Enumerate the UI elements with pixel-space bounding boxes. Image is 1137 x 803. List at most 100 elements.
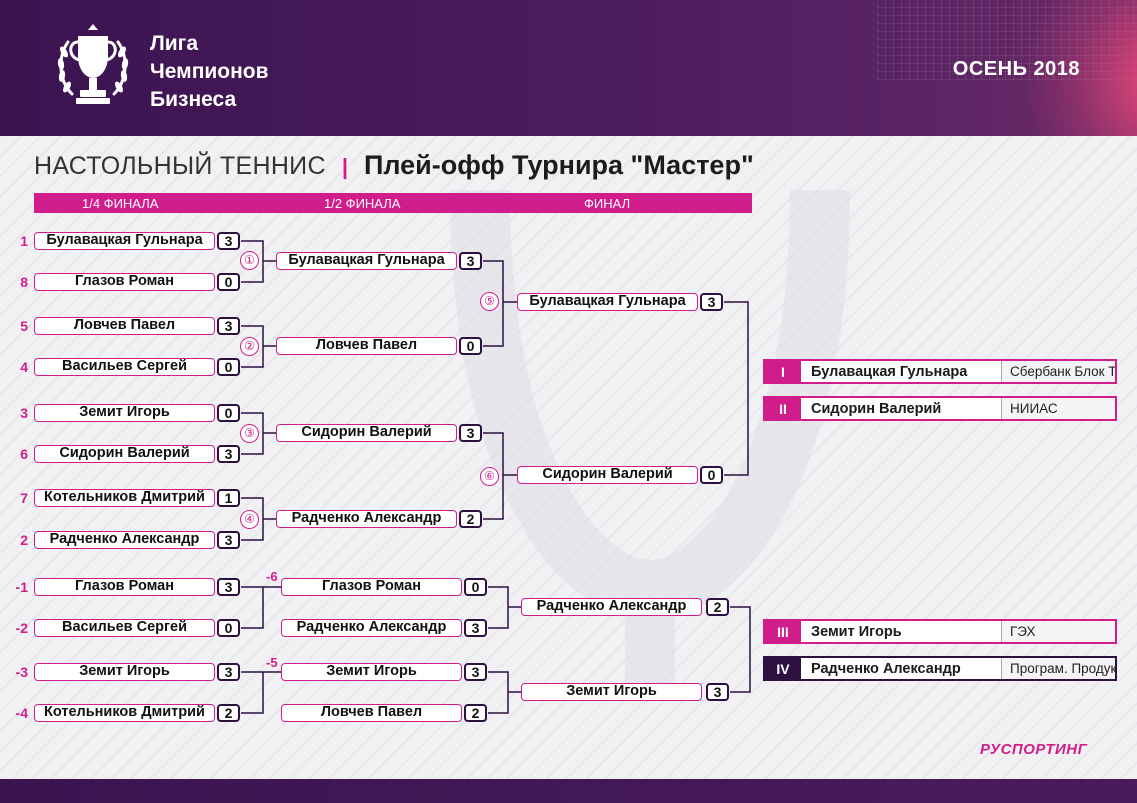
score-box: 3 — [700, 293, 723, 311]
result-organization: Програм. Продукт — [1001, 658, 1115, 679]
score-box: 0 — [700, 466, 723, 484]
player-box: Котельников Дмитрий — [34, 704, 215, 722]
match-number-4: ④ — [240, 510, 259, 529]
player-box: Земит Игорь — [34, 404, 215, 422]
score-box: 0 — [217, 273, 240, 291]
player-box: Булавацкая Гульнара — [34, 232, 215, 250]
player-box: Булавацкая Гульнара — [276, 252, 457, 270]
paddle-glow-decoration — [977, 0, 1137, 136]
player-box: Радченко Александр — [521, 598, 702, 616]
title-separator: | — [341, 154, 348, 179]
score-box: 2 — [706, 598, 729, 616]
seed-4: 4 — [20, 359, 28, 375]
seed-3: 3 — [20, 405, 28, 421]
seed-8: 8 — [20, 274, 28, 290]
match-number-1: ① — [240, 251, 259, 270]
score-box: 3 — [459, 252, 482, 270]
loser-label-minus-5: -5 — [266, 655, 278, 670]
seed-5: 5 — [20, 318, 28, 334]
stage-header-bar: 1/4 ФИНАЛА 1/2 ФИНАЛА ФИНАЛ — [34, 193, 752, 213]
loser-label-minus-6: -6 — [266, 569, 278, 584]
player-box: Земит Игорь — [521, 683, 702, 701]
match-number-6: ⑥ — [480, 467, 499, 486]
score-box: 0 — [217, 619, 240, 637]
player-box: Васильев Сергей — [34, 619, 215, 637]
player-box: Сидорин Валерий — [276, 424, 457, 442]
result-player-name: Булавацкая Гульнара — [811, 363, 968, 380]
player-box: Котельников Дмитрий — [34, 489, 215, 507]
result-player-name: Сидорин Валерий — [811, 400, 942, 417]
player-box: Ловчев Павел — [281, 704, 462, 722]
seed-minus-4: -4 — [15, 705, 28, 721]
score-box: 3 — [459, 424, 482, 442]
score-box: 3 — [217, 663, 240, 681]
player-box: Ловчев Павел — [276, 337, 457, 355]
seed-6: 6 — [20, 446, 28, 462]
header-banner: Лига Чемпионов Бизнеса ОСЕНЬ 2018 — [0, 0, 1137, 136]
seed-1: 1 — [20, 233, 28, 249]
player-box: Ловчев Павел — [34, 317, 215, 335]
player-box: Сидорин Валерий — [517, 466, 698, 484]
tournament-title: Плей-офф Турнира "Мастер" — [363, 150, 754, 180]
footer-bar — [0, 779, 1137, 803]
player-box: Васильев Сергей — [34, 358, 215, 376]
score-box: 1 — [217, 489, 240, 507]
player-box: Радченко Александр — [34, 531, 215, 549]
brand-name: Лига Чемпионов Бизнеса — [150, 30, 269, 114]
result-row-second: II Сидорин Валерий НИИАС — [763, 396, 1117, 421]
brand-line-3: Бизнеса — [150, 88, 237, 111]
player-box: Сидорин Валерий — [34, 445, 215, 463]
player-box: Радченко Александр — [276, 510, 457, 528]
place-badge: I — [765, 361, 801, 382]
stage-final: ФИНАЛ — [584, 196, 631, 211]
result-organization: ГЭХ — [1001, 621, 1115, 642]
player-box: Земит Игорь — [34, 663, 215, 681]
brand-line-1: Лига — [150, 32, 199, 55]
score-box: 3 — [217, 232, 240, 250]
score-box: 3 — [464, 619, 487, 637]
score-box: 3 — [217, 578, 240, 596]
seed-minus-2: -2 — [15, 620, 28, 636]
score-box: 0 — [464, 578, 487, 596]
score-box: 2 — [459, 510, 482, 528]
player-box: Глазов Роман — [34, 578, 215, 596]
result-player-name: Радченко Александр — [811, 660, 961, 677]
score-box: 2 — [464, 704, 487, 722]
result-player-name: Земит Игорь — [811, 623, 902, 640]
brand-line-2: Чемпионов — [150, 60, 269, 83]
result-organization: Сбербанк Блок Т — [1001, 361, 1115, 382]
score-box: 3 — [706, 683, 729, 701]
page-title: НАСТОЛЬНЫЙ ТЕННИС | Плей-офф Турнира "Ма… — [34, 150, 754, 186]
seed-minus-3: -3 — [15, 664, 28, 680]
player-box: Глазов Роман — [281, 578, 462, 596]
sponsor-logo-text: РУСПОРТИНГ — [980, 741, 1088, 758]
result-organization: НИИАС — [1001, 398, 1115, 419]
score-box: 0 — [217, 358, 240, 376]
score-box: 3 — [217, 445, 240, 463]
place-badge: II — [765, 398, 801, 419]
sport-title: НАСТОЛЬНЫЙ ТЕННИС — [34, 152, 326, 180]
score-box: 3 — [217, 531, 240, 549]
place-badge: III — [765, 621, 801, 642]
match-number-3: ③ — [240, 424, 259, 443]
score-box: 0 — [459, 337, 482, 355]
score-box: 3 — [464, 663, 487, 681]
score-box: 2 — [217, 704, 240, 722]
result-row-third: III Земит Игорь ГЭХ — [763, 619, 1117, 644]
seed-minus-1: -1 — [15, 579, 28, 595]
trophy-laurel-logo-icon — [57, 24, 129, 104]
match-number-5: ⑤ — [480, 292, 499, 311]
score-box: 3 — [217, 317, 240, 335]
seed-7: 7 — [20, 490, 28, 506]
seed-2: 2 — [20, 532, 28, 548]
player-box: Радченко Александр — [281, 619, 462, 637]
score-box: 0 — [217, 404, 240, 422]
stage-quarterfinal: 1/4 ФИНАЛА — [82, 196, 159, 211]
place-badge: IV — [765, 658, 801, 679]
result-row-fourth: IV Радченко Александр Програм. Продукт — [763, 656, 1117, 681]
player-box: Булавацкая Гульнара — [517, 293, 698, 311]
match-number-2: ② — [240, 337, 259, 356]
stage-semifinal: 1/2 ФИНАЛА — [324, 196, 401, 211]
player-box: Земит Игорь — [281, 663, 462, 681]
